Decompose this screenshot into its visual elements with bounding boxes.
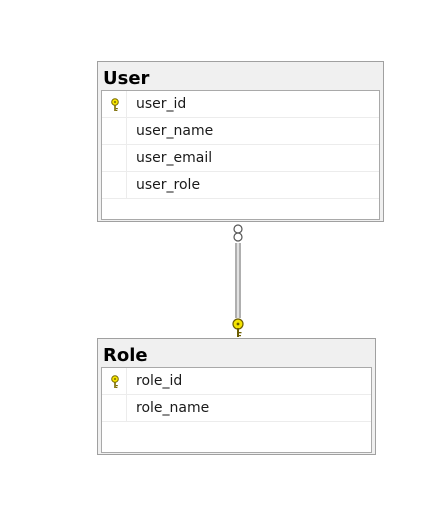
table-row[interactable]: role_name xyxy=(102,395,371,422)
infinity-icon xyxy=(233,224,243,242)
user-table[interactable]: User user_id user_name user_email xyxy=(97,61,384,222)
relationship-line[interactable] xyxy=(235,243,241,318)
role-column-grid: role_id role_name xyxy=(101,367,372,453)
row-selector[interactable] xyxy=(102,172,127,198)
column-name: user_email xyxy=(136,150,213,166)
role-table-title: Role xyxy=(103,345,148,366)
column-name: role_id xyxy=(136,373,183,389)
role-table[interactable]: Role role_id role_name xyxy=(97,338,376,455)
table-row[interactable]: user_id xyxy=(102,91,379,118)
column-name: user_id xyxy=(136,96,187,112)
row-selector[interactable] xyxy=(102,395,127,421)
key-icon xyxy=(111,98,119,111)
key-icon xyxy=(111,375,119,388)
column-name: role_name xyxy=(136,400,210,416)
table-row[interactable]: user_email xyxy=(102,145,379,172)
row-selector[interactable] xyxy=(102,91,127,117)
table-row[interactable]: user_role xyxy=(102,172,379,199)
row-selector[interactable] xyxy=(102,118,127,144)
column-name: user_role xyxy=(136,177,201,193)
row-selector[interactable] xyxy=(102,145,127,171)
user-column-grid: user_id user_name user_email user_role xyxy=(101,90,380,220)
table-row[interactable]: role_id xyxy=(102,368,371,395)
user-table-title: User xyxy=(103,68,150,89)
key-icon xyxy=(232,318,244,337)
table-row[interactable]: user_name xyxy=(102,118,379,145)
column-name: user_name xyxy=(136,123,214,139)
row-selector[interactable] xyxy=(102,368,127,394)
